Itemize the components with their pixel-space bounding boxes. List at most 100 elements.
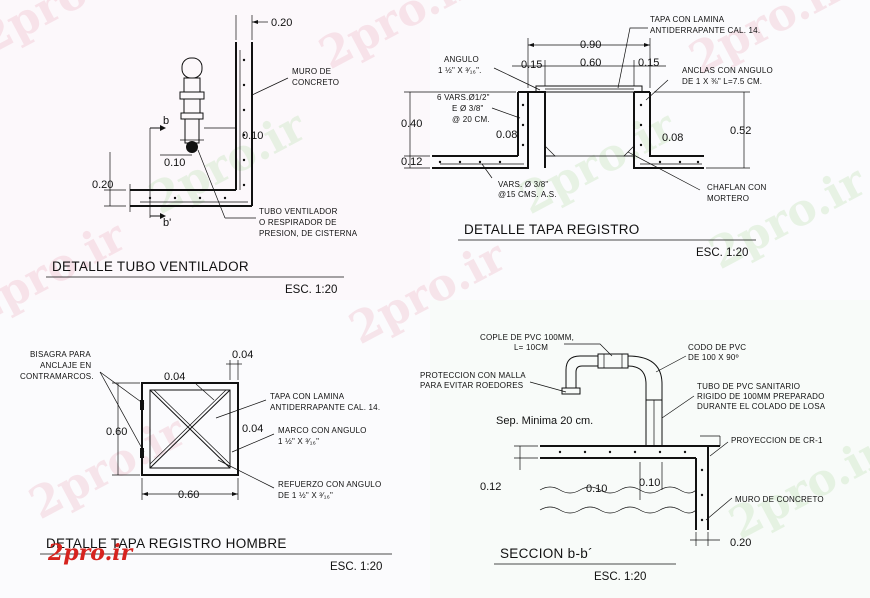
- label-chaflan-1: CHAFLAN CON: [707, 183, 767, 192]
- leader-muro-concreto: [705, 497, 733, 521]
- registro-walls: [432, 85, 704, 169]
- title-tapa-hombre: DETALLE TAPA REGISTRO HOMBRE: [46, 536, 287, 551]
- label-cople-2: L= 10CM: [514, 343, 548, 352]
- scale-tapa-registro: ESC. 1:20: [696, 247, 748, 259]
- label-angulo-1: ANGULO: [444, 55, 479, 64]
- label-marco-2: 1 ½" X ³⁄₁₆": [278, 437, 319, 446]
- dim-040: 0.40: [401, 118, 422, 130]
- label-proteccion-1: PROTECCION CON MALLA: [420, 371, 526, 380]
- dim-060-left: 0.60: [106, 426, 127, 438]
- dim-008-left: 0.08: [496, 129, 517, 141]
- label-codo-2: DE 100 X 90º: [688, 353, 739, 362]
- label-vars2-2: @15 CMS. A.S.: [498, 190, 557, 199]
- dimensions-ventilador: 0.20 0.10 0.10 0.20: [92, 15, 292, 207]
- dim-060-bottom: 0.60: [178, 489, 199, 501]
- scale-tubo-ventilador: ESC. 1:20: [285, 284, 337, 296]
- label-refuerzo-2: DE 1 ½" X ³⁄₁₆": [278, 491, 333, 500]
- label-anclas-1: ANCLAS CON ANGULO: [682, 66, 773, 75]
- label-bisagra-1: BISAGRA PARA: [30, 350, 91, 359]
- lid-plate: [535, 85, 643, 93]
- leader-cople: [564, 343, 613, 357]
- label-cople-1: COPLE DE PVC 100MM,: [480, 333, 574, 342]
- scale-tapa-hombre: ESC. 1:20: [330, 561, 382, 573]
- cut-line-b: b b': [149, 115, 171, 229]
- dim-015-right: 0.15: [638, 57, 659, 69]
- label-codo-1: CODO DE PVC: [688, 343, 746, 352]
- cut-label-b: b: [163, 115, 169, 127]
- ventilator-pipe: [179, 57, 205, 153]
- leader-vars1: [491, 107, 521, 119]
- dim-090: 0.90: [580, 39, 601, 51]
- leader-marco: [231, 433, 275, 453]
- dimensions-registro: 0.90 0.15 0.60 0.15 0.40 0.12 0.52 0.08 …: [401, 38, 751, 169]
- title-tubo-ventilador: DETALLE TUBO VENTILADOR: [52, 259, 249, 274]
- manhole-frame: [140, 382, 239, 476]
- leader-vars2: [481, 163, 493, 179]
- label-muro-concreto: MURO DE CONCRETO: [735, 495, 824, 504]
- dim-004-mid: 0.04: [164, 371, 185, 383]
- label-marco-1: MARCO CON ANGULO: [278, 426, 367, 435]
- label-chaflan-2: MORTERO: [707, 194, 749, 203]
- dim-010-b: 0.10: [639, 477, 660, 489]
- leader-tapa: [617, 27, 648, 89]
- dim-020-top: 0.20: [271, 17, 292, 29]
- scale-seccion: ESC. 1:20: [594, 571, 646, 583]
- panel-seccion: 0.12 0.10 0.10 0.20 Sep. Minima 20 cm. C…: [420, 333, 826, 583]
- leader-proyeccion: [709, 441, 729, 457]
- label-tubo-pvc-2: RIGIDO DE 100MM PREPARADO: [697, 392, 825, 401]
- cut-label-b-prime: b': [163, 217, 171, 229]
- dim-020: 0.20: [730, 537, 751, 549]
- leader-codo: [655, 355, 687, 373]
- dim-010-a: 0.10: [242, 130, 263, 142]
- dim-060: 0.60: [580, 57, 601, 69]
- sep-minima: Sep. Minima 20 cm.: [496, 415, 593, 427]
- site-logo: 2pro.ir: [47, 540, 134, 566]
- label-tapa-hombre-1: TAPA CON LAMINA: [270, 392, 345, 401]
- label-muro-1: MURO DE: [292, 67, 331, 76]
- leader-proteccion: [529, 381, 567, 393]
- leader-angulo: [493, 67, 541, 91]
- label-muro-2: CONCRETO: [292, 78, 339, 87]
- label-tapa-hombre-2: ANTIDERRAPANTE CAL. 14.: [270, 403, 380, 412]
- panel-tapa-hombre: 0.04 0.04 0.04 0.60 0.60 BISAGRA PARA AN…: [20, 349, 392, 573]
- dim-010-b: 0.10: [164, 157, 185, 169]
- leader-bisagra: [99, 371, 145, 405]
- label-proyeccion: PROYECCION DE CR-1: [731, 436, 823, 445]
- label-bisagra-2: ANCLAJE EN: [40, 361, 91, 370]
- dim-012: 0.12: [480, 481, 501, 493]
- label-tapa-2: ANTIDERRAPANTE CAL. 14.: [650, 26, 760, 35]
- dim-015-left: 0.15: [521, 59, 542, 71]
- label-proteccion-2: PARA EVITAR ROEDORES: [420, 381, 523, 390]
- panel-tubo-ventilador: b b' 0.20 0.10 0.10 0.20 MURO DE CONCRET…: [46, 15, 358, 296]
- leader-chaflan: [627, 151, 701, 191]
- label-tubo-1: TUBO VENTILADOR: [259, 207, 338, 216]
- slab-section: [539, 435, 721, 530]
- title-tapa-registro: DETALLE TAPA REGISTRO: [464, 222, 640, 237]
- leader-tubo: [197, 149, 226, 219]
- dim-052: 0.52: [730, 125, 751, 137]
- panel-tapa-registro: 0.90 0.15 0.60 0.15 0.40 0.12 0.52 0.08 …: [401, 15, 773, 259]
- dim-008-right: 0.08: [662, 132, 683, 144]
- label-bisagra-3: CONTRAMARCOS.: [20, 372, 94, 381]
- label-vars1-1: 6 VARS.Ø1/2": [437, 93, 490, 102]
- label-tubo-pvc-3: DURANTE EL COLADO DE LOSA: [697, 402, 826, 411]
- label-anclas-2: DE 1 X ⅜" L=7.5 CM.: [682, 77, 762, 86]
- dimensions-seccion: 0.12 0.10 0.10 0.20: [480, 445, 751, 549]
- label-tubo-2: O RESPIRADOR DE: [259, 218, 337, 227]
- label-tubo-pvc-1: TUBO DE PVC SANITARIO: [697, 382, 800, 391]
- label-vars1-3: @ 20 CM.: [452, 115, 490, 124]
- dimensions-hombre: 0.04 0.04 0.04 0.60 0.60: [106, 349, 263, 501]
- dim-010-a: 0.10: [586, 483, 607, 495]
- leader-tubo-pvc: [661, 395, 695, 419]
- title-seccion: SECCION b-b´: [500, 546, 593, 561]
- label-vars1-2: E Ø 3/8": [452, 104, 484, 113]
- label-vars2-1: VARS. Ø 3/8": [498, 180, 548, 189]
- wash-bottom-right: [430, 300, 870, 598]
- leader-anclas: [645, 79, 669, 101]
- leader-refuerzo: [217, 459, 275, 489]
- label-tubo-3: PRESION, DE CISTERNA: [259, 229, 358, 238]
- label-angulo-2: 1 ½" X ³⁄₁₆".: [438, 66, 482, 75]
- label-refuerzo-1: REFUERZO CON ANGULO: [278, 480, 381, 489]
- leader-muro: [251, 77, 289, 96]
